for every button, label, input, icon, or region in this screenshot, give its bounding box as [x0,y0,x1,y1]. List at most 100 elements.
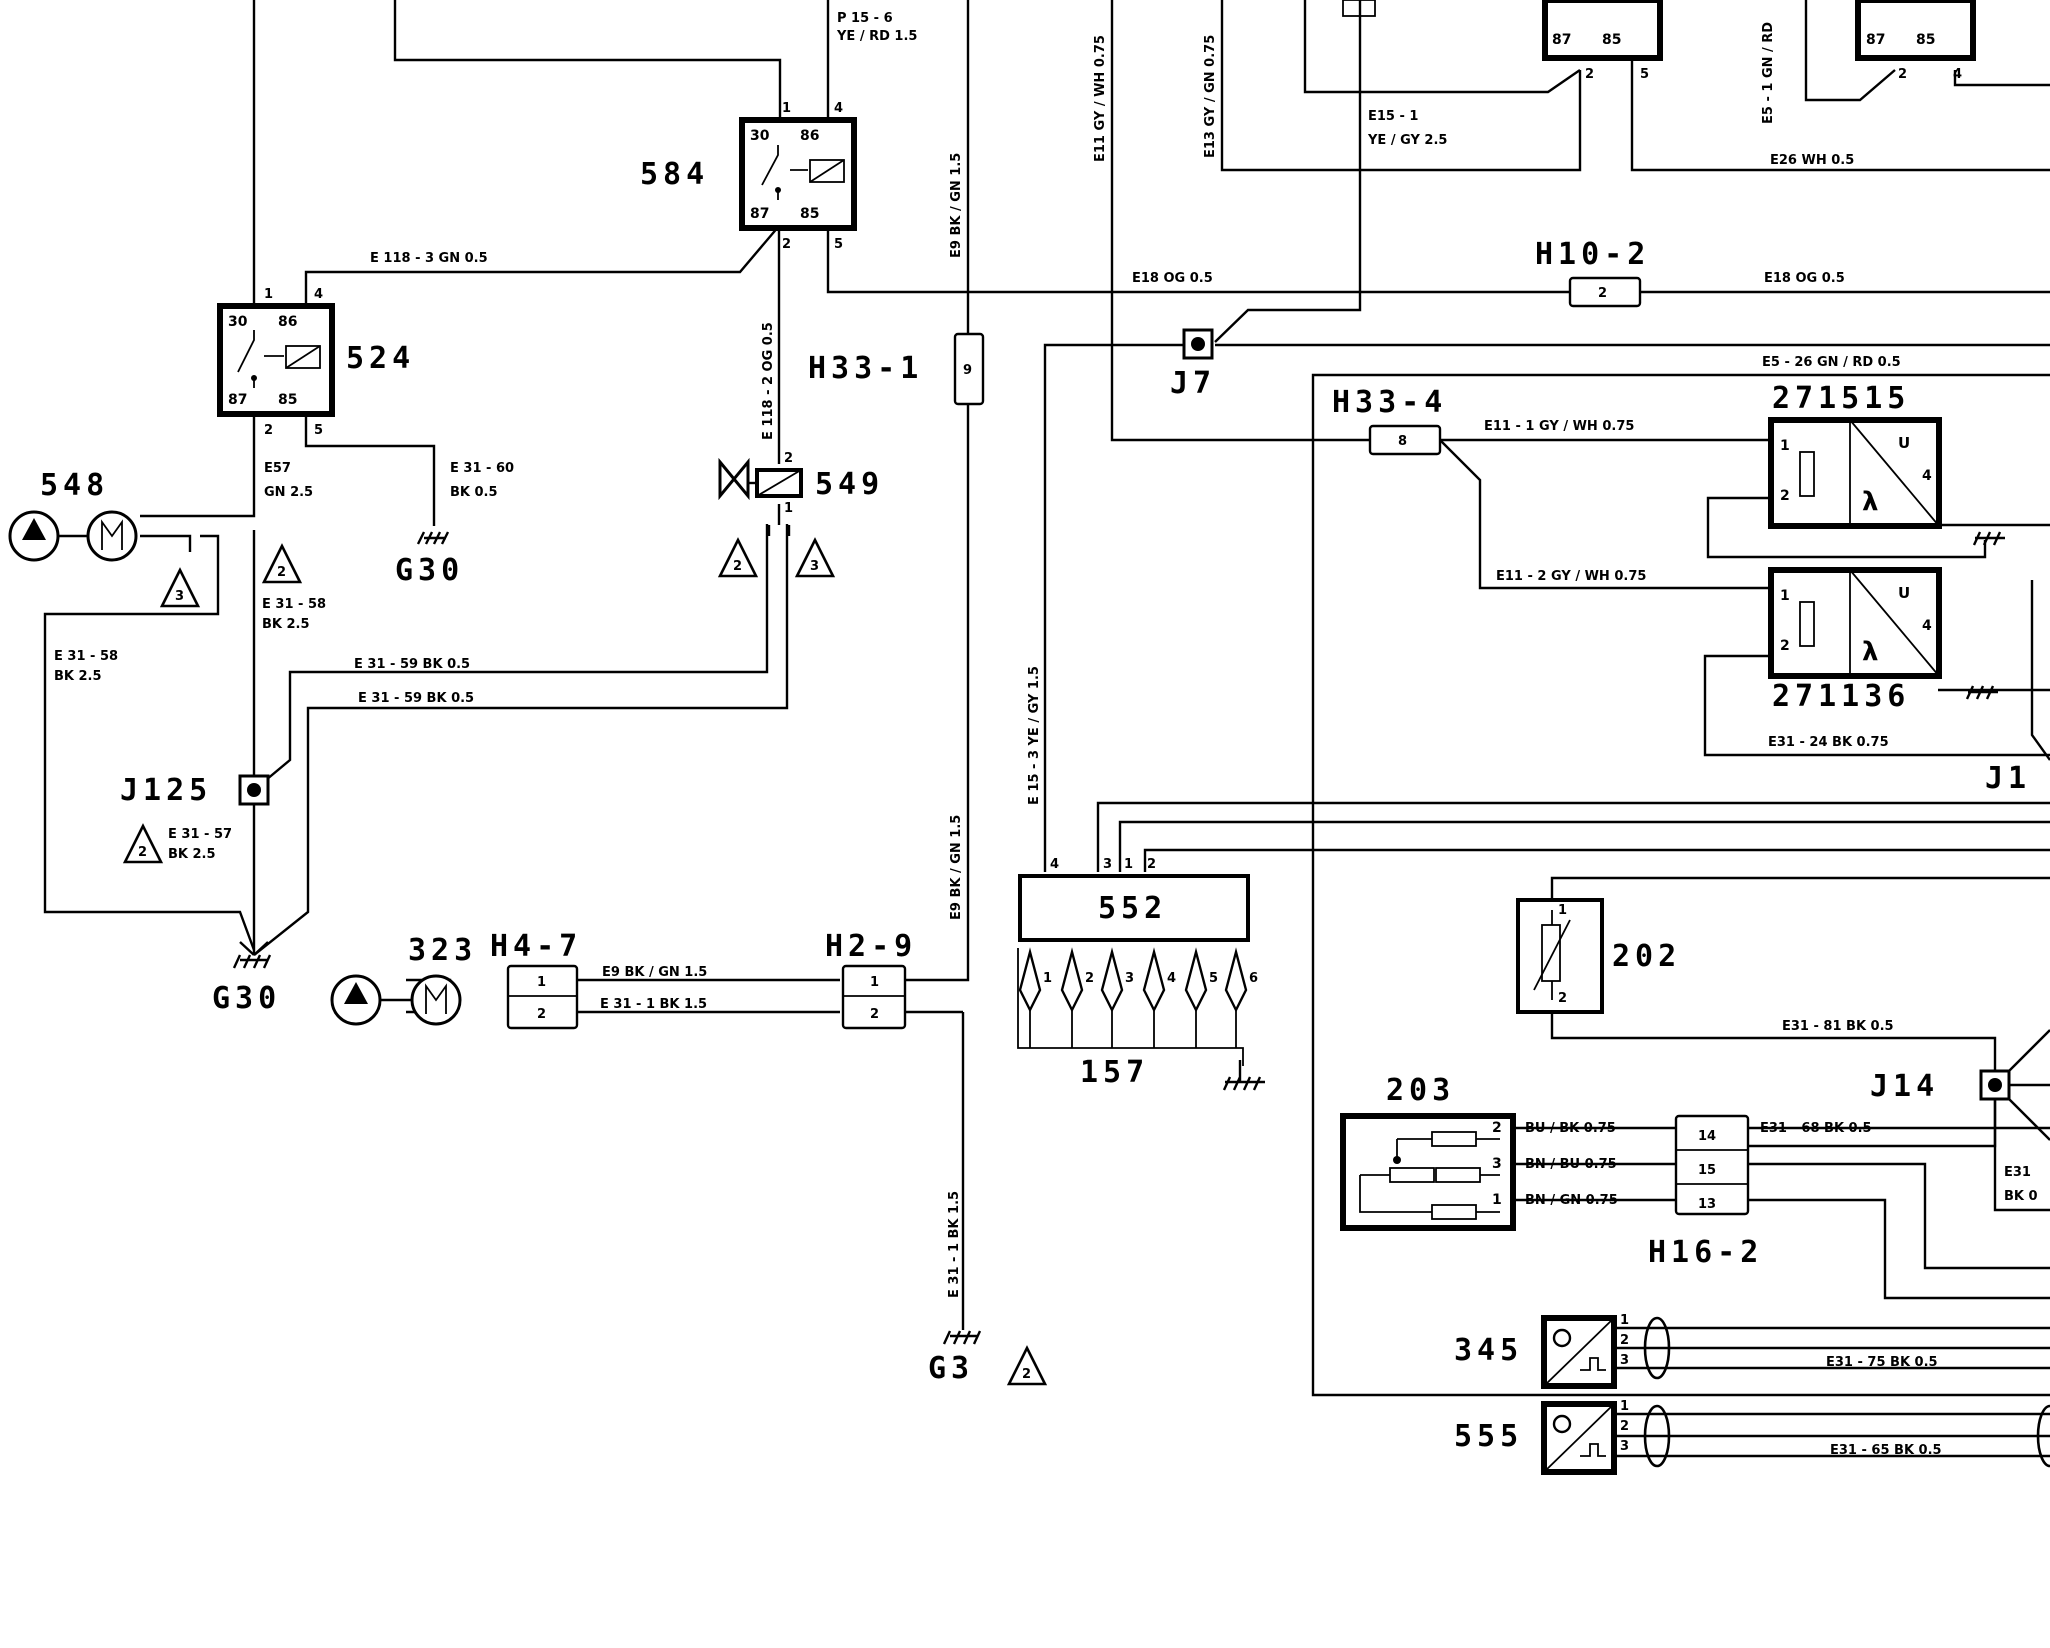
sensor-pin-1: 1 [1780,588,1790,604]
pin-label: 4 [1050,857,1059,872]
component-label-271515: 271515 [1772,381,1910,416]
component-label-524: 524 [346,341,415,376]
pot-pin-1: 1 [1492,1192,1502,1208]
relay-pin-2: 2 [1585,67,1594,82]
h16-2-pin-15: 15 [1698,1163,1716,1178]
connectors: 9 H33-1 2 H10-2 8 H33-4 1 2 H4-7 1 2 H2-… [490,237,1763,1270]
sensor-pin-4: 4 [1922,618,1932,634]
plug-pin-3: 3 [1125,971,1134,986]
relay-524: 30 86 87 85 1 4 2 5 524 [217,287,415,438]
plug-pin-6: 6 [1249,971,1258,986]
wire-label: E31 - 24 BK 0.75 [1768,735,1889,750]
voltage-symbol: U [1898,584,1910,602]
component-label-555: 555 [1454,1419,1523,1454]
warning-number: 2 [733,559,742,574]
h4-7-pin-2: 2 [537,1007,546,1022]
component-548: 548 [8,468,138,562]
h2-9-pin-1: 1 [870,975,879,990]
wire-label: E31 - 81 BK 0.5 [1782,1019,1894,1034]
wire-label: E 31 - 1 BK 1.5 [947,1191,962,1298]
component-label-157: 157 [1080,1055,1149,1090]
junction-label-j125: J125 [120,773,212,808]
wire-label: E9 BK / GN 1.5 [602,965,707,980]
pin-label: 1 [1124,857,1133,872]
wire-label: E26 WH 0.5 [1770,153,1854,168]
wire-label: E31 - 68 BK 0.5 [1760,1121,1872,1136]
wire-label: E 31 - 59 BK 0.5 [354,657,470,672]
wire-label: P 15 - 6 [837,11,893,26]
wire-label: YE / GY 2.5 [1367,133,1447,148]
wire-label: GN 2.5 [264,485,313,500]
wires [43,0,2050,1458]
wire-label: E 31 - 60 [450,461,514,476]
relay-pin-85: 85 [800,206,819,222]
component-label-549: 549 [815,467,884,502]
pot-pin-3: 3 [1492,1156,1502,1172]
wire-label: E15 - 1 [1368,109,1418,124]
valve-pin-1: 1 [784,501,793,516]
warning-number: 2 [277,565,286,580]
wire-label: E 31 - 58 [262,597,326,612]
component-203: 2 3 1 203 [1340,1073,1516,1231]
pin-label: 3 [1103,857,1112,872]
wire-label: E13 GY / GN 0.75 [1203,35,1218,158]
component-label-548: 548 [40,468,109,503]
ground-label-g30-top: G30 [395,553,464,588]
component-202: 1 2 202 [1516,898,1681,1014]
wire-label: BN / GN 0.75 [1525,1193,1618,1208]
warning-triangles: 3 2 2 3 2 2 [122,537,1048,1386]
component-label-203: 203 [1386,1073,1455,1108]
wire-label: E5 - 26 GN / RD 0.5 [1762,355,1901,370]
component-label-h33-1: H33-1 [808,351,923,386]
wire-label: E57 [264,461,291,476]
component-label-202: 202 [1612,939,1681,974]
sensor-pin-2: 2 [1558,991,1567,1006]
junction-label-j7: J7 [1170,366,1216,401]
warning-number: 3 [175,589,184,604]
lambda-symbol: λ [1862,487,1878,517]
component-323: 323 [330,933,472,1026]
relay-pin-1: 1 [782,101,791,116]
plug-pin-4: 4 [1167,971,1176,986]
wire-label: BN / BU 0.75 [1525,1157,1617,1172]
component-label-584: 584 [640,157,709,192]
wire-label: BK 2.5 [54,669,102,684]
relay-pin-87: 87 [1866,32,1885,48]
component-label-h4-7: H4-7 [490,929,582,964]
grounds: G30 G30 G3 [212,531,2005,1386]
h33-1-pin: 9 [963,363,972,378]
h16-2-pin-14: 14 [1698,1129,1716,1144]
relay-pin-30: 30 [750,128,770,144]
component-271136: 1 2 4 U λ 271136 [1768,567,1942,714]
pot-pin-2: 2 [1492,1120,1502,1136]
component-label-552: 552 [1098,891,1167,926]
component-label-h16-2: H16-2 [1648,1235,1763,1270]
sensor-pin-2: 2 [1620,1419,1629,1434]
sensor-pin-1: 1 [1620,1399,1629,1414]
relay-pin-85: 85 [1602,32,1621,48]
ground-label-g30-bottom: G30 [212,981,281,1016]
plug-pin-2: 2 [1085,971,1094,986]
relay-pin-1: 1 [264,287,273,302]
lambda-symbol: λ [1862,637,1878,667]
wire-label: YE / RD 1.5 [836,29,917,44]
component-label-h33-4: H33-4 [1332,385,1447,420]
valve-pin-2: 2 [784,451,793,466]
relay-pin-4: 4 [834,101,843,116]
relay-pin-2: 2 [782,237,791,252]
wire-label: E 31 - 59 BK 0.5 [358,691,474,706]
wire-labels: P 15 - 6 YE / RD 1.5 E 118 - 3 GN 0.5 E … [54,11,2038,1458]
wire-label: E 15 - 3 YE / GY 1.5 [1027,666,1042,805]
sensor-pin-2: 2 [1780,488,1790,504]
relay-pin-2: 2 [1898,67,1907,82]
component-271515: 1 2 4 U λ 271515 [1768,381,1942,529]
relay-pin-30: 30 [228,314,248,330]
component-label-h2-9: H2-9 [825,929,917,964]
component-label-h10-2: H10-2 [1535,237,1650,272]
component-label-345: 345 [1454,1333,1523,1368]
relay-pin-2: 2 [264,423,273,438]
sensor-pin-3: 3 [1620,1353,1629,1368]
sensor-pin-2: 2 [1780,638,1790,654]
wire-label: E5 - 1 GN / RD [1761,22,1776,124]
